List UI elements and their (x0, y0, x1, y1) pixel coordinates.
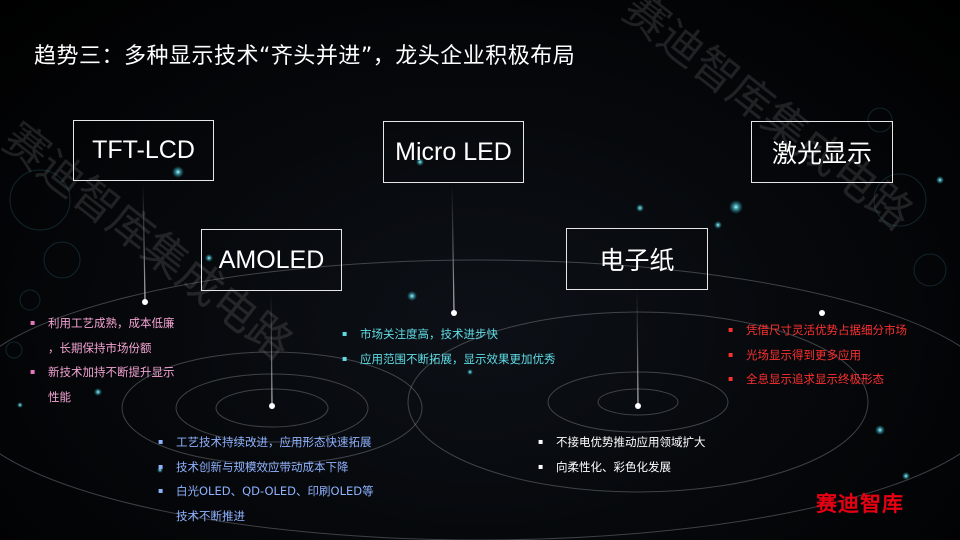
e-paper-label: 电子纸 (599, 247, 675, 275)
bokeh-rings (5, 107, 947, 359)
micro-led-bullets: 市场关注度高，技术进步快 应用范围不断拓展，显示效果更加优秀 (342, 322, 556, 371)
bullet-item: 全息显示追求显示终极形态 (728, 367, 907, 392)
laser-display-bullets: 凭借尺寸灵活优势占据细分市场 光场显示得到更多应用 全息显示追求显示终极形态 (728, 318, 907, 392)
bullet-item: 利用工艺成熟，成本低廉 (30, 311, 175, 336)
tft-lcd-bullets: 利用工艺成熟，成本低廉 ，长期保持市场份额 新技术加持不断提升显示 性能 (30, 311, 175, 409)
micro-led-label: Micro LED (395, 137, 512, 166)
laser-display-box: 激光显示 (751, 121, 893, 183)
bullet-item: 技术创新与规模效应带动成本下降 (158, 455, 374, 480)
bullet-item: 不接电优势推动应用领域扩大 (538, 430, 706, 455)
bullet-item: ，长期保持市场份额 (48, 340, 152, 355)
amoled-label: AMOLED (218, 245, 325, 274)
amoled-bullets: 工艺技术持续改进，应用形态快速拓展 技术创新与规模效应带动成本下降 白光OLED… (158, 430, 374, 528)
micro-led-box: Micro LED (383, 121, 524, 183)
connector-dots (142, 299, 825, 409)
connector-lines (142, 181, 823, 405)
bullet-item: 工艺技术持续改进，应用形态快速拓展 (158, 430, 374, 455)
bullet-item: 应用范围不断拓展，显示效果更加优秀 (342, 347, 556, 372)
bullet-item: 白光OLED、QD-OLED、印刷OLED等 (158, 479, 374, 504)
tft-lcd-box: TFT-LCD (73, 120, 214, 181)
e-paper-bullets: 不接电优势推动应用领域扩大 向柔性化、彩色化发展 (538, 430, 706, 479)
laser-display-label: 激光显示 (771, 140, 872, 168)
bullet-item: 光场显示得到更多应用 (728, 343, 907, 368)
bullet-item: 向柔性化、彩色化发展 (538, 455, 706, 480)
ccid-think-tank-logo: 赛迪智库 (816, 492, 904, 516)
bullet-item: 新技术加持不断提升显示 (30, 360, 175, 385)
bullet-item: 技术不断推进 (176, 508, 245, 523)
bullet-item: 市场关注度高，技术进步快 (342, 322, 556, 347)
e-paper-box: 电子纸 (566, 228, 708, 290)
page-title: 趋势三：多种显示技术“齐头并进”，龙头企业积极布局 (34, 44, 576, 69)
amoled-box: AMOLED (201, 229, 342, 291)
bullet-item: 凭借尺寸灵活优势占据细分市场 (728, 318, 907, 343)
glow-particles (17, 158, 944, 480)
tft-lcd-label: TFT-LCD (92, 136, 195, 164)
bullet-item: 性能 (48, 389, 71, 404)
